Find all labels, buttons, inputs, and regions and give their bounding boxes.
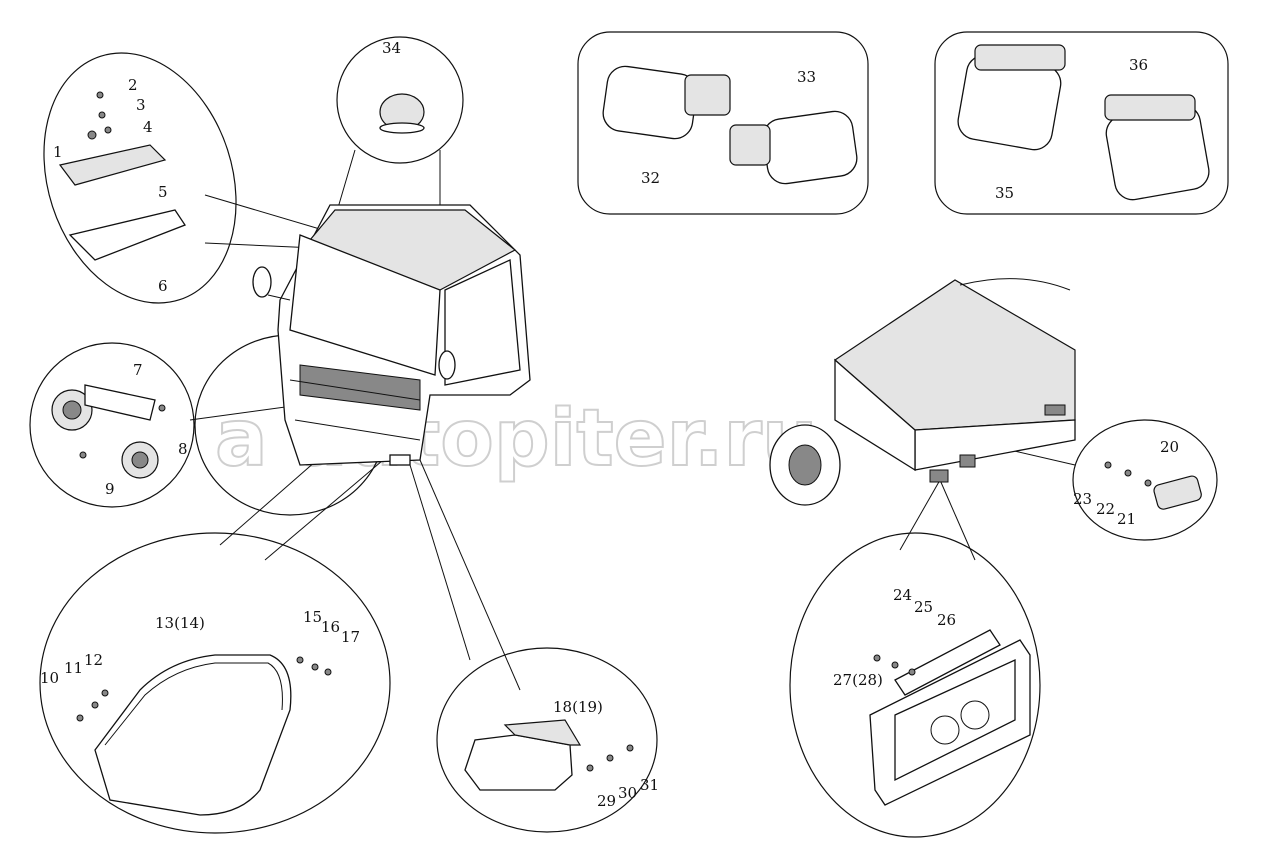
part-labels: 1 2 3 4 5 6 7 8 9 10 11 12 13(14) 15 16 … (40, 39, 1179, 810)
label-29: 29 (597, 792, 616, 810)
detail-balloon-headlamp (39, 532, 391, 834)
detail-box-marker-lamps (934, 31, 1229, 215)
label-24: 24 (893, 586, 912, 604)
label-32: 32 (641, 169, 660, 187)
label-25: 25 (914, 598, 933, 616)
label-7: 7 (133, 361, 143, 379)
label-16: 16 (321, 618, 340, 636)
label-2: 2 (128, 76, 138, 94)
fog-lamp (464, 719, 634, 791)
detail-balloon-reflector (1072, 419, 1218, 541)
detail-balloon-interior-lamp (43, 52, 237, 304)
label-6: 6 (158, 277, 168, 295)
label-20: 20 (1160, 438, 1179, 456)
label-12: 12 (84, 651, 103, 669)
marker-lamps (957, 44, 1210, 201)
roof-marker-lamp (379, 93, 425, 134)
detail-balloon-rear-lamp (789, 532, 1041, 838)
label-8: 8 (178, 440, 188, 458)
label-27-28: 27(28) (833, 671, 883, 689)
label-3: 3 (136, 96, 146, 114)
label-36: 36 (1129, 56, 1148, 74)
label-10: 10 (40, 669, 59, 687)
detail-box-side-lamps (577, 31, 869, 215)
label-33: 33 (797, 68, 816, 86)
detail-balloon-fog-lamp (436, 647, 658, 833)
label-9: 9 (105, 480, 115, 498)
truck-cab (252, 204, 531, 466)
label-23: 23 (1073, 490, 1092, 508)
rear-combination-lamp (869, 629, 1031, 806)
label-17: 17 (341, 628, 360, 646)
side-lamps (602, 65, 858, 185)
label-5: 5 (158, 183, 168, 201)
label-22: 22 (1096, 500, 1115, 518)
headlamp (76, 654, 332, 816)
interior-lamp-parts (58, 91, 186, 261)
label-26: 26 (937, 611, 956, 629)
label-4: 4 (143, 118, 153, 136)
truck-rear-bed (769, 278, 1076, 506)
label-31: 31 (640, 776, 659, 794)
label-30: 30 (618, 784, 637, 802)
leader-lines (189, 149, 1076, 691)
label-18-19: 18(19) (553, 698, 603, 716)
label-13-14: 13(14) (155, 614, 205, 632)
detail-balloon-roof-marker (336, 36, 464, 164)
label-11: 11 (64, 659, 83, 677)
label-35: 35 (995, 184, 1014, 202)
label-21: 21 (1117, 510, 1136, 528)
reflector (1104, 461, 1202, 510)
label-34: 34 (382, 39, 401, 57)
detail-balloon-horns (29, 342, 195, 508)
horns (51, 384, 166, 479)
label-15: 15 (303, 608, 322, 626)
label-1: 1 (53, 143, 63, 161)
